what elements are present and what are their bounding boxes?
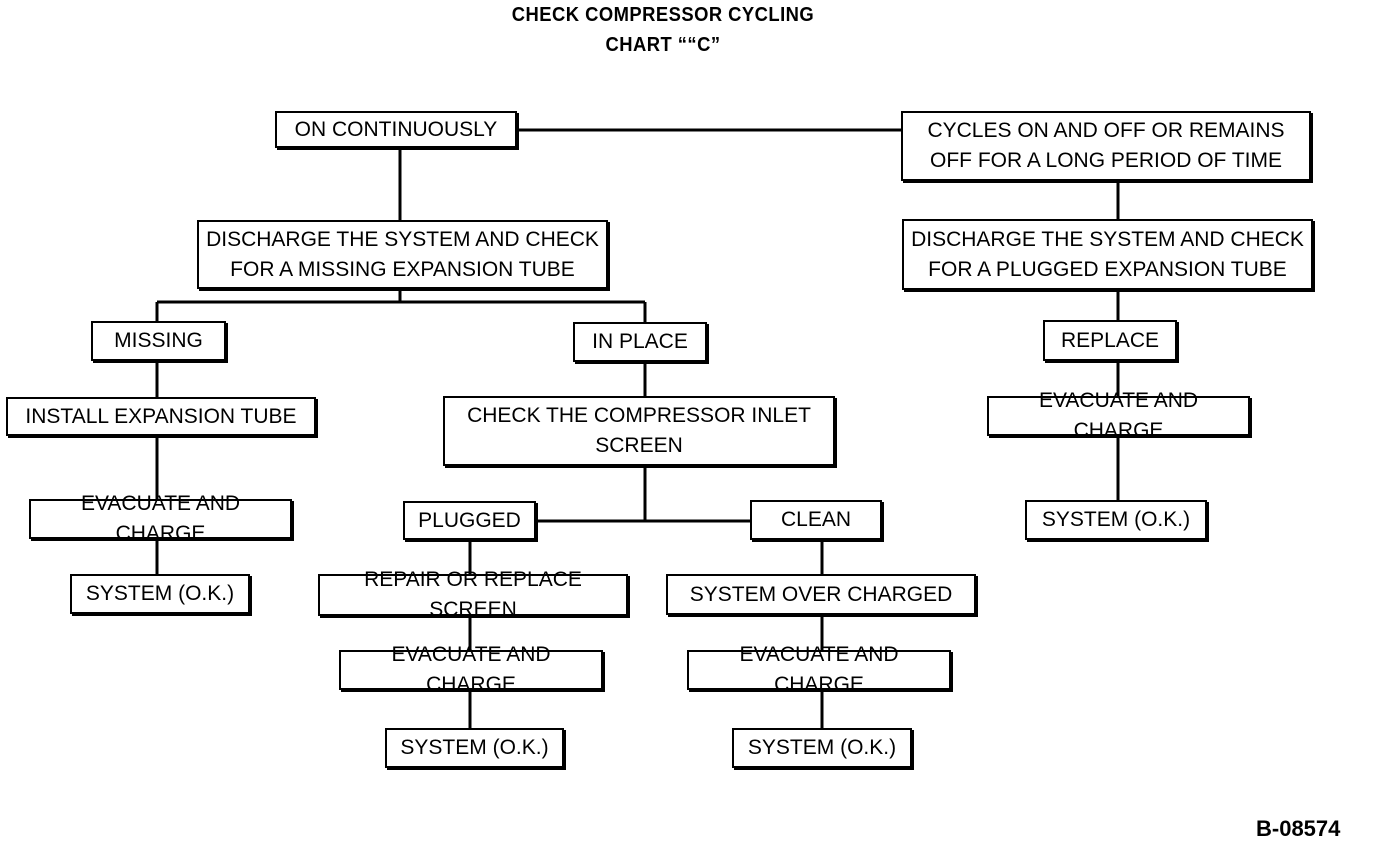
cycles-on-off-box: CYCLES ON AND OFF OR REMAINS OFF FOR A L… [901,111,1311,181]
system-ok-right-box: SYSTEM (O.K.) [1025,500,1207,540]
evacuate-charge-right-box: EVACUATE AND CHARGE [987,389,1250,442]
replace-box: REPLACE [1043,320,1177,361]
system-over-charged-box: SYSTEM OVER CHARGED [666,574,976,615]
repair-replace-screen-box: REPAIR OR REPLACE SCREEN [318,568,628,621]
clean-box: CLEAN [750,500,882,540]
discharge-missing-box: DISCHARGE THE SYSTEM AND CHECK FOR A MIS… [197,220,608,289]
system-ok-left-box: SYSTEM (O.K.) [70,574,250,614]
in-place-box: IN PLACE [573,322,707,362]
plugged-box: PLUGGED [403,501,536,540]
chart-subtitle: CHART ““C” [605,34,721,56]
system-ok-mid-right-box: SYSTEM (O.K.) [732,728,912,768]
install-expansion-tube-box: INSTALL EXPANSION TUBE [6,397,316,436]
check-inlet-screen-box: CHECK THE COMPRESSOR INLET SCREEN [443,396,835,466]
discharge-plugged-box: DISCHARGE THE SYSTEM AND CHECK FOR A PLU… [902,219,1313,290]
evacuate-charge-mid-right-box: EVACUATE AND CHARGE [687,643,951,696]
evacuate-charge-left-box: EVACUATE AND CHARGE [29,492,292,545]
missing-box: MISSING [91,321,226,361]
figure-id: B-08574 [1256,816,1341,841]
system-ok-mid-left-box: SYSTEM (O.K.) [385,728,564,768]
on-continuously-box: ON CONTINUOUSLY [275,111,517,148]
chart-title: CHECK COMPRESSOR CYCLING [511,4,815,26]
evacuate-charge-mid-left-box: EVACUATE AND CHARGE [339,643,603,696]
